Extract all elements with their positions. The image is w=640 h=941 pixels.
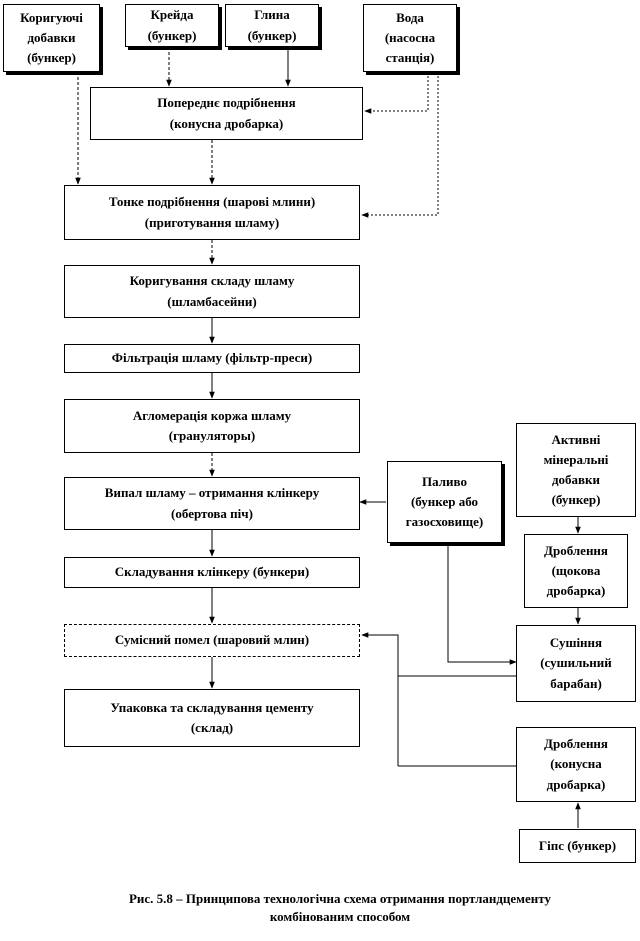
box-line: Вода [396, 9, 424, 25]
box-line: (обертова піч) [171, 505, 253, 521]
box-line: (сушильний [540, 655, 612, 671]
box-line: Дроблення [544, 542, 608, 558]
vypal-box: Випал шламу – отримання клінкеру (оберто… [64, 477, 360, 530]
tonke-podribnennya-box: Тонке подрібнення (шарові млини) (пригот… [64, 185, 360, 240]
arrow-palyvo-to-sushinnya [447, 543, 517, 665]
box-line: (приготування шламу) [144, 214, 280, 230]
box-line: Упаковка та складування цементу [110, 699, 314, 715]
box-line: (бункер або [410, 493, 479, 509]
sushinnya-box: Сушіння (сушильний барабан) [516, 625, 636, 702]
box-line: Коригуючі [20, 9, 83, 25]
caption-line: Рис. 5.8 – Принципова технологічна схема… [128, 891, 552, 906]
box-line: Сумісний помел (шаровий млин) [114, 632, 310, 648]
box-line: (бункер) [247, 27, 297, 43]
box-line: Гіпс (бункер) [538, 837, 617, 853]
box-line: Крейда [150, 7, 194, 23]
arrow-voda-to-poperedne [364, 72, 429, 114]
sumisnyi-pomel-box: Сумісний помел (шаровий млин) [64, 624, 360, 657]
box-line: Паливо [422, 473, 467, 489]
box-line: Складування клінкеру (бункери) [114, 564, 310, 580]
box-line: (бункер) [551, 492, 601, 508]
box-line: (шламбасейни) [167, 293, 257, 309]
upakovka-box: Упаковка та складування цементу (склад) [64, 689, 360, 747]
koryguvannya-box: Коригування складу шламу (шламбасейни) [64, 265, 360, 318]
box-line: (конусна дробарка) [169, 115, 284, 131]
box-line: добавки [27, 29, 76, 45]
box-line: (бункер) [27, 50, 76, 66]
droblennya-shchokova-box: Дроблення (щокова дробарка) [524, 534, 628, 608]
box-line: Коригування складу шламу [129, 273, 295, 289]
box-line: (щокова [551, 562, 601, 578]
box-line: Сушіння [549, 635, 603, 651]
box-line: (насосна [384, 29, 436, 45]
gips-box: Гіпс (бункер) [519, 829, 636, 863]
arrow-voda-to-tonke [361, 72, 439, 218]
box-line: Випал шламу – отримання клінкеру [104, 485, 320, 501]
palyvo-box: Паливо (бункер або газосховище) [387, 461, 502, 543]
box-line: станція) [385, 50, 435, 66]
poperedne-podribnennya-box: Попереднє подрібнення (конусна дробарка) [90, 87, 363, 140]
box-line: Активні [551, 431, 601, 447]
box-line: Дроблення [544, 736, 608, 752]
arrow-to-sumisnyi [361, 632, 399, 766]
box-line: Попереднє подрібнення [157, 95, 296, 111]
box-line: газосховище) [405, 514, 484, 530]
box-line: (грануляторы) [168, 428, 256, 443]
box-line: дробарка) [546, 583, 606, 599]
box-line: (конусна [550, 756, 602, 772]
caption-line: комбінованим способом [269, 909, 411, 925]
korig-dobavky-box: Коригуючі добавки (бункер) [3, 4, 100, 72]
figure-caption: Рис. 5.8 – Принципова технологічна схема… [40, 890, 640, 926]
skladuvannya-box: Складування клінкеру (бункери) [64, 557, 360, 588]
box-line: (склад) [190, 720, 234, 735]
box-line: Тонке подрібнення (шарові млини) [108, 194, 316, 210]
kreyda-box: Крейда (бункер) [125, 4, 219, 47]
box-line: Агломерація коржа шламу [132, 407, 292, 423]
box-line: барабан) [550, 675, 602, 691]
filtratsiya-box: Фільтрація шламу (фільтр-преси) [64, 344, 360, 373]
aglomeratsiya-box: Агломерація коржа шламу (грануляторы) [64, 399, 360, 453]
hlyna-box: Глина (бункер) [225, 4, 319, 47]
box-line: (бункер) [147, 27, 197, 43]
droblennya-konusna-box: Дроблення (конусна дробарка) [516, 727, 636, 802]
box-line: Фільтрація шламу (фільтр-преси) [111, 350, 313, 366]
aktyvni-dobavky-box: Активні мінеральні добавки (бункер) [516, 423, 636, 517]
box-line: добавки [551, 472, 601, 487]
box-line: Глина [254, 7, 290, 23]
box-line: дробарка) [546, 776, 606, 792]
voda-box: Вода (насосна станція) [363, 4, 457, 72]
box-line: мінеральні [543, 451, 609, 467]
